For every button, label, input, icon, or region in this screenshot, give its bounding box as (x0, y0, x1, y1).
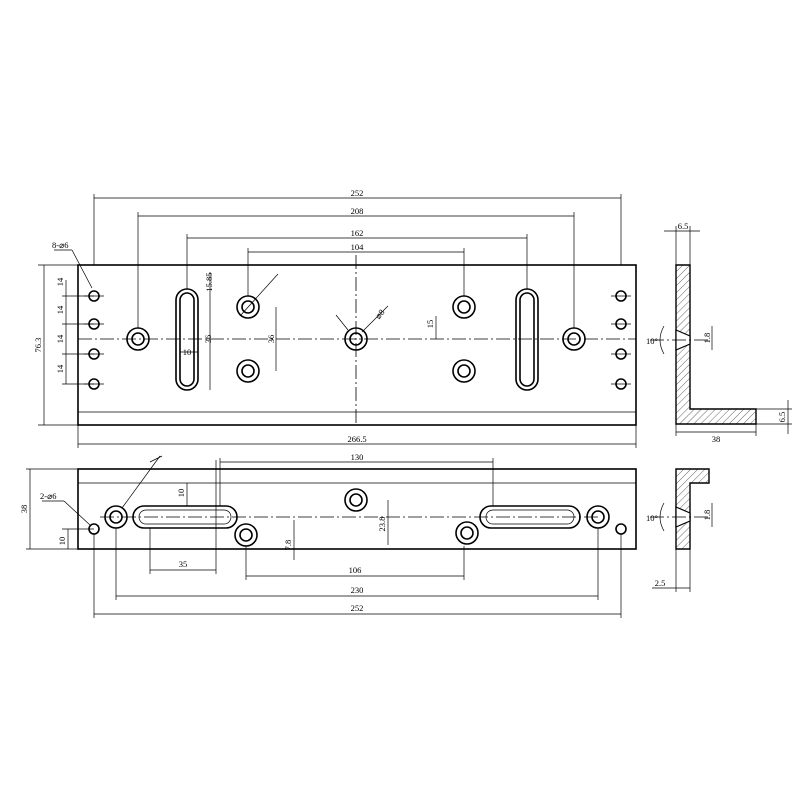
dim-height: 76.3 (33, 338, 43, 353)
left-hole-column (84, 290, 104, 390)
dim-center-spacing: 36 (266, 335, 276, 344)
dim-base-length: 266.5 (347, 434, 366, 444)
dim-bottom-slot-span: 130 (351, 452, 364, 462)
vertical-slot-inner-right (519, 292, 535, 387)
front-plate-outline (77, 264, 637, 426)
section-view: 10° 1.8 2.5 (646, 468, 713, 592)
dim-slot-inner: 10 (183, 347, 192, 357)
bottom-hole-right (455, 521, 479, 545)
dim-hole-span-outer: 208 (351, 206, 364, 216)
dim-bottom-slot-offset: 35 (179, 559, 188, 569)
countersunk-hole-center (344, 327, 368, 351)
dim-pitch-1: 14 (55, 277, 65, 286)
front-view: 252 208 162 104 266.5 76.3 14 14 14 14 8… (33, 188, 637, 448)
front-dimensions-top (93, 194, 622, 328)
bottom-view: 130 38 10 2-⌀6 10 35 7.8 23.8 106 230 (19, 452, 637, 618)
dim-bottom-inner-span: 106 (349, 565, 362, 575)
offset-hole-lower-left (236, 359, 260, 383)
side-flange-thickness: 6.5 (777, 412, 787, 423)
label-hole-count: 8-⌀6 (52, 240, 68, 250)
right-hole-column (611, 290, 631, 390)
dim-bottom-depth: 38 (19, 505, 29, 514)
dim-pitch-3: 14 (55, 334, 65, 343)
offset-hole-upper-right (452, 295, 476, 319)
section-web-thickness: 2.5 (655, 578, 666, 588)
dim-bottom-center-offset: 23.8 (377, 517, 387, 532)
dim-hole-span-inner: 104 (351, 242, 365, 252)
bottom-hole-left (234, 523, 258, 547)
horizontal-slot-right (479, 505, 581, 529)
side-view: 10° 1.8 6.5 38 6.5 (646, 221, 792, 444)
vertical-slot-inner-left (179, 292, 195, 387)
dim-bottom-hole-offset: 7.8 (283, 540, 293, 551)
dim-overall-length: 252 (351, 188, 364, 198)
section-countersink-depth: 1.8 (702, 510, 712, 521)
side-countersink-depth: 1.8 (702, 333, 712, 344)
dim-bottom-slot-width: 10 (176, 489, 186, 498)
bottom-small-hole-right (615, 523, 627, 535)
dim-bottom-overall-length: 252 (351, 603, 364, 613)
side-wall-thickness: 6.5 (678, 221, 689, 231)
side-countersink-angle: 10° (646, 336, 658, 346)
dim-pitch-4: 14 (55, 364, 65, 373)
horizontal-slot-left (132, 505, 238, 529)
dim-slot-span: 162 (351, 228, 364, 238)
dim-bottom-edge-offset: 10 (57, 537, 67, 546)
label-bottom-hole-count: 2-⌀6 (40, 491, 56, 501)
horizontal-slot-inner-right (485, 509, 575, 525)
horizontal-slot-inner-left (138, 509, 232, 525)
dim-pitch-2: 14 (55, 305, 65, 314)
bottom-plate-outline (77, 468, 637, 550)
dim-slot-offset: 15 (425, 320, 435, 329)
dim-slot-length: 36 (203, 335, 213, 344)
section-countersink-angle: 10° (646, 513, 658, 523)
dim-slot-width: 15.85 (204, 272, 214, 291)
side-flange-width: 38 (712, 434, 721, 444)
offset-hole-lower-right (452, 359, 476, 383)
bottom-hole-center (344, 488, 368, 512)
dim-bottom-hole-span: 230 (351, 585, 364, 595)
